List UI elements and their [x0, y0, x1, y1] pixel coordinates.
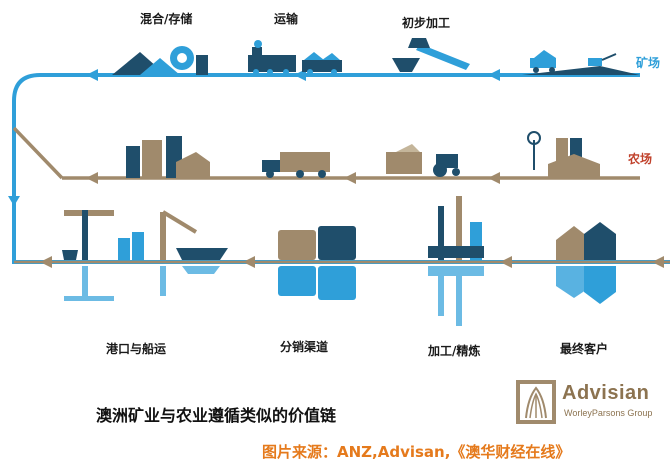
- stage-label-end-customers: 最终客户: [560, 342, 609, 356]
- stage-label-transport: 运输: [274, 12, 299, 26]
- image-source: 图片来源：ANZ,Advisan,《澳华财经在线》: [262, 443, 571, 461]
- diagram-caption: 澳洲矿业与农业遵循类似的价值链: [96, 406, 337, 425]
- stage-label-initial-processing: 初步加工: [402, 16, 451, 30]
- initial-processing-icon: [392, 38, 470, 72]
- end-customer-houses-icon: [556, 222, 616, 304]
- farm-storage-silos-icon: [126, 136, 210, 178]
- advisian-logo-subtitle: WorleyParsons Group: [564, 408, 653, 418]
- farm-tractor-icon: [386, 144, 460, 177]
- mine-flow-line: [12, 73, 670, 264]
- distribution-containers-icon: [278, 226, 356, 300]
- port-cranes-icon: [62, 210, 228, 301]
- processing-refinery-icon: [428, 196, 484, 326]
- mixing-storage-icon: [112, 46, 208, 75]
- stage-label-processing-refining: 加工/精炼: [428, 344, 481, 358]
- stage-label-distribution-channels: 分销渠道: [280, 340, 329, 354]
- transport-train-icon: [248, 40, 342, 75]
- row-label-farm: 农场: [628, 152, 653, 166]
- farm-arrows: [40, 172, 664, 268]
- stage-label-ports-shipping: 港口与船运: [106, 342, 167, 356]
- advisian-logo: Advisian WorleyParsons Group: [516, 378, 666, 426]
- farm-site-icon: [527, 131, 600, 178]
- farm-truck-icon: [262, 152, 330, 178]
- row-label-mine: 矿场: [636, 56, 661, 70]
- advisian-logo-mark: [516, 380, 556, 424]
- mine-site-icon: [522, 50, 640, 75]
- mine-arrows: [8, 69, 500, 206]
- advisian-logo-name: Advisian: [562, 382, 650, 404]
- stage-label-mixing-storage: 混合/存储: [140, 12, 193, 26]
